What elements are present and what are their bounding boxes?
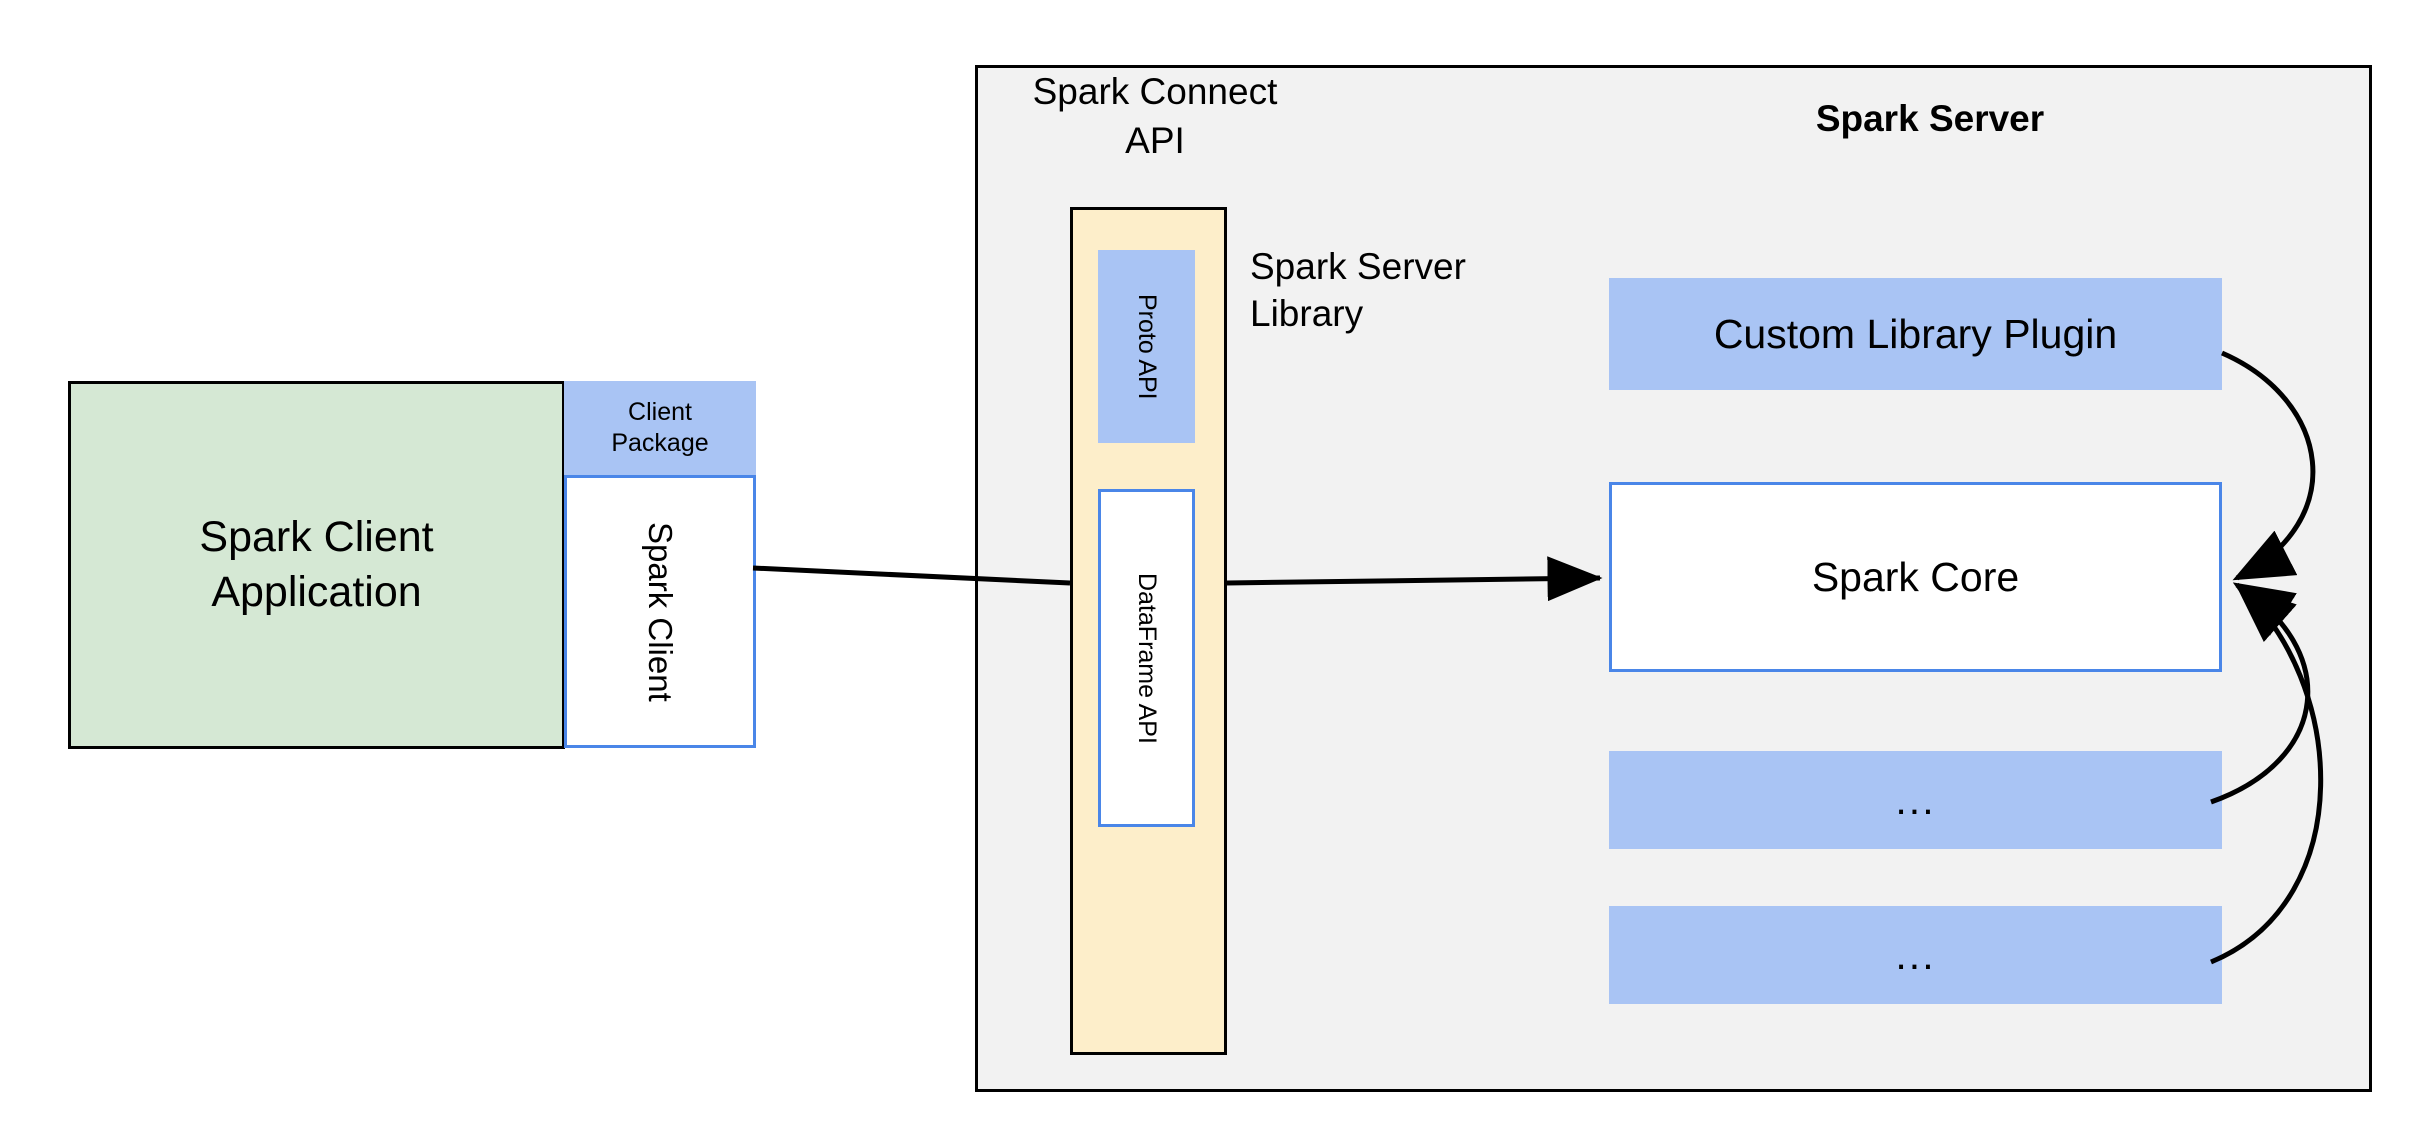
proto-api-label: Proto API <box>1133 293 1161 400</box>
proto-api-box[interactable]: Proto API <box>1098 250 1195 443</box>
spark-server-title: Spark Server <box>1815 98 2045 139</box>
dataframe-api-box[interactable]: DataFrame API <box>1098 489 1195 827</box>
spark-core-label: Spark Core <box>1811 553 2020 600</box>
custom-library-plugin-label: Custom Library Plugin <box>1713 310 2118 357</box>
spark-core-box[interactable]: Spark Core <box>1609 482 2222 672</box>
client-package-label: Client Package <box>611 397 708 459</box>
spark-client-application-label: Spark Client Application <box>199 510 433 620</box>
spark-client-application-box[interactable]: Spark Client Application <box>68 381 565 749</box>
placeholder-box-2[interactable]: ... <box>1609 906 2222 1004</box>
placeholder-label-2: ... <box>1895 931 1936 978</box>
client-package-line1: Client <box>628 398 692 426</box>
spark-client-application-line1: Spark Client <box>199 512 434 561</box>
client-package-box[interactable]: Client Package <box>564 381 756 475</box>
spark-server-library-label: Spark Server Library <box>1250 243 1570 338</box>
spark-client-label: Spark Client <box>642 521 679 702</box>
placeholder-box-1[interactable]: ... <box>1609 751 2222 849</box>
spark-server-library-line1: Spark Server <box>1250 246 1466 287</box>
spark-connect-api-line1: Spark Connect <box>1032 71 1278 112</box>
spark-connect-api-label: Spark Connect API <box>1010 68 1300 166</box>
spark-server-library-line2: Library <box>1250 293 1364 335</box>
client-package-line2: Package <box>611 429 709 457</box>
dataframe-api-label: DataFrame API <box>1133 572 1161 744</box>
spark-client-box[interactable]: Spark Client <box>564 475 756 748</box>
spark-client-application-line2: Application <box>211 568 422 616</box>
custom-library-plugin-box[interactable]: Custom Library Plugin <box>1609 278 2222 390</box>
placeholder-label-1: ... <box>1895 776 1936 823</box>
spark-connect-api-line2: API <box>1125 119 1185 161</box>
